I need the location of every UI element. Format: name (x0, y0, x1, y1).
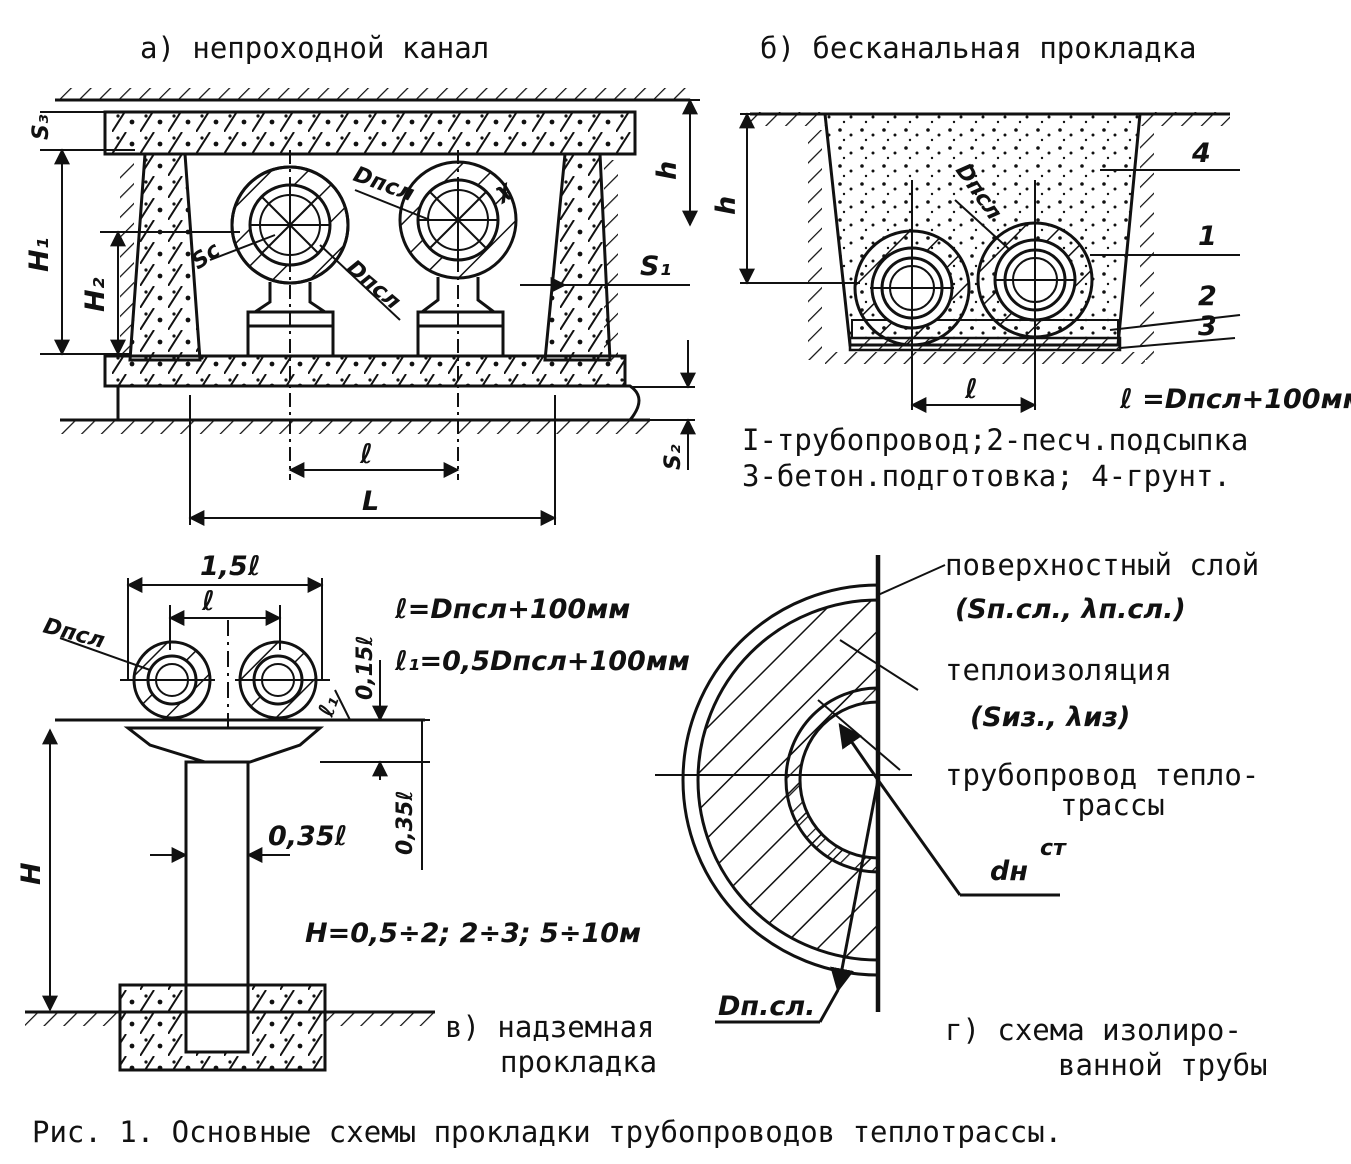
panel-b-formula: ℓ =Dпсл+100мм (1119, 384, 1351, 415)
panel-v-title-line2: прокладка (500, 1045, 657, 1079)
panel-a-bottom-slab (103, 354, 627, 388)
panel-g-title-line1: г) схема изолиро- (945, 1013, 1242, 1047)
panel-a-ground (55, 88, 690, 102)
panel-g-label-dpsl: Dп.сл. (718, 991, 815, 1022)
panel-g-label-pipe-line1: трубопровод тепло- (945, 758, 1259, 792)
panel-v-label-0-15l: 0,15ℓ (353, 635, 378, 700)
panel-v-title-line1: в) надземная (445, 1010, 655, 1044)
panel-a-right-wall (543, 152, 612, 362)
panel-a-label-H2: H₂ (80, 277, 111, 312)
panel-g-label-insulation: теплоизоляция (945, 653, 1172, 687)
panel-v-label-Dnsl: Dпсл (40, 614, 107, 654)
panel-a-right-pipe (398, 160, 518, 358)
panel-b-label-3: 3 (1198, 311, 1217, 342)
panel-g-label-dn-sup: ст (1040, 836, 1067, 861)
panel-a-label-S1: S₁ (640, 251, 671, 282)
panel-b-legend-line2: 3-бетон.подготовка; 4-грунт. (742, 459, 1231, 493)
panel-v-label-l1: ℓ₁ (314, 693, 345, 721)
panel-v-left-pipe (120, 640, 215, 720)
panel-v-formula-1: ℓ=Dпсл+100мм (394, 594, 630, 625)
panel-g-label-surface-params: (Sп.сл., λп.сл.) (955, 594, 1186, 625)
panel-b-label-h: h (711, 196, 742, 215)
panel-b-title: б) бесканальная прокладка (760, 31, 1197, 65)
panel-b-label-2: 2 (1198, 281, 1217, 312)
panel-v-crossbeam (123, 726, 325, 764)
panel-a-label-L: L (362, 486, 379, 517)
panel-v-formula-3: H=0,5÷2; 2÷3; 5÷10м (305, 918, 641, 949)
panel-g-label-insulation-params: (Sиз., λиз) (970, 702, 1130, 733)
panel-v-label-1-5l: 1,5ℓ (200, 551, 261, 582)
panel-v-formula-2: ℓ₁=0,5Dпсл+100мм (394, 646, 690, 677)
panel-a: а) непроходной канал (24, 31, 700, 526)
panel-v-label-0-35l: 0,35ℓ (268, 821, 347, 852)
panel-a-foundation (116, 384, 641, 422)
panel-b: б) бесканальная прокладка (711, 31, 1351, 493)
panel-a-title: а) непроходной канал (140, 31, 489, 65)
panel-v-right-pipe (235, 640, 330, 720)
panel-v-label-0-35l-side: 0,35ℓ (393, 790, 418, 855)
panel-g-label-pipe-line2: трассы (1060, 788, 1165, 822)
panel-a-label-h: h (652, 161, 683, 180)
panel-a-label-H1: H₁ (24, 238, 55, 272)
panel-g-label-surface: поверхностный слой (945, 548, 1259, 582)
panel-a-top-slab (103, 110, 637, 156)
panel-v-label-l: ℓ (201, 586, 215, 617)
panel-a-label-S3: S₃ (29, 114, 54, 140)
panel-g-title-line2: ванной трубы (1058, 1048, 1268, 1082)
panel-a-label-Dnsl-top: Dпсл (350, 162, 417, 207)
panel-b-label-1: 1 (1198, 221, 1217, 252)
panel-v: 1,5ℓ ℓ Dпсл H (16, 551, 690, 1079)
panel-v-label-H: H (16, 862, 47, 885)
panel-g: dн ст Dп.сл. поверхностный слой (Sп.сл.,… (655, 548, 1268, 1082)
panel-a-label-l: ℓ (359, 439, 373, 470)
figure-caption: Рис. 1. Основные схемы прокладки трубопр… (32, 1115, 1062, 1149)
panel-a-label-S2: S₂ (661, 444, 686, 470)
panel-a-label-Dnsl-mid: Dпсл (341, 255, 405, 314)
panel-b-label-4: 4 (1191, 138, 1211, 169)
panel-g-label-dn: dн (990, 856, 1028, 887)
panel-b-legend-line1: I-трубопровод;2-песч.подсыпка (742, 423, 1248, 457)
panel-b-label-l: ℓ (964, 374, 978, 405)
